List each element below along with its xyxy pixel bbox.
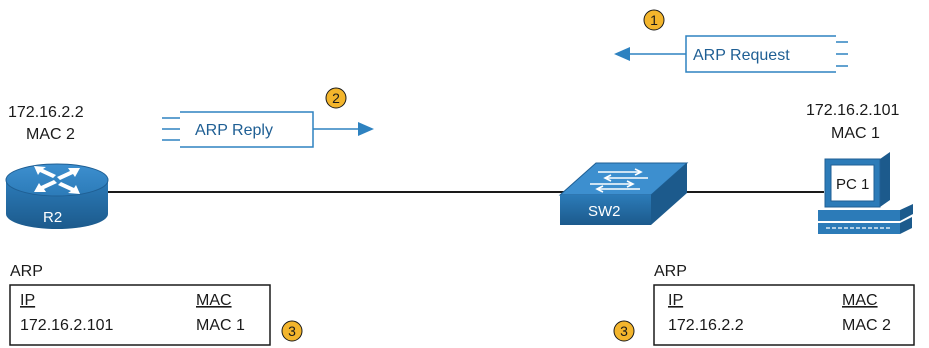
arp-col-ip: IP xyxy=(668,292,683,309)
step-3-left-number: 3 xyxy=(288,323,296,339)
switch-icon xyxy=(558,162,689,225)
step-2-number: 2 xyxy=(332,90,340,106)
arp-request-message: 1 ARP Request xyxy=(614,9,848,73)
step-3-right-number: 3 xyxy=(620,323,628,339)
arp-table-title: ARP xyxy=(654,263,687,280)
step-badge-1 xyxy=(643,9,665,31)
reply-tail-lines xyxy=(162,117,180,141)
switch-label: SW2 xyxy=(588,203,621,220)
arp-table-pc1: ARP IP MAC 172.16.2.2 MAC 2 3 xyxy=(613,263,915,346)
step-badge-2 xyxy=(325,87,347,109)
arp-request-label: ARP Request xyxy=(693,47,790,64)
router-mac: MAC 2 xyxy=(26,126,75,143)
arp-entry-mac: MAC 2 xyxy=(842,317,891,334)
arp-reply-message: 2 ARP Reply xyxy=(162,87,374,148)
request-tail-lines xyxy=(836,41,848,67)
arrow-left-icon xyxy=(614,47,630,61)
arp-reply-label: ARP Reply xyxy=(195,122,273,139)
router-icon xyxy=(5,163,109,229)
pc-label: PC 1 xyxy=(836,176,869,193)
router-label: R2 xyxy=(43,209,62,226)
step-badge-3-left xyxy=(281,320,303,342)
arp-col-mac: MAC xyxy=(842,292,878,309)
arp-col-mac: MAC xyxy=(196,292,232,309)
router-r2[interactable]: 172.16.2.2 MAC 2 R2 xyxy=(5,104,109,229)
pc-ip: 172.16.2.101 xyxy=(806,102,900,119)
pc-mac: MAC 1 xyxy=(831,125,880,142)
arp-entry-mac: MAC 1 xyxy=(196,317,245,334)
arp-entry-ip: 172.16.2.101 xyxy=(20,317,114,334)
arrow-right-icon xyxy=(358,122,374,136)
arp-entry-ip: 172.16.2.2 xyxy=(668,317,744,334)
switch-sw2[interactable]: SW2 xyxy=(558,162,689,225)
pc-1[interactable]: 172.16.2.101 MAC 1 PC 1 xyxy=(806,102,913,234)
pc-icon xyxy=(818,152,913,234)
step-1-number: 1 xyxy=(650,12,658,28)
arp-table-title: ARP xyxy=(10,263,43,280)
arp-table-r2: ARP IP MAC 172.16.2.101 MAC 1 3 xyxy=(9,263,303,346)
router-ip: 172.16.2.2 xyxy=(8,104,84,121)
arp-col-ip: IP xyxy=(20,292,35,309)
step-badge-3-right xyxy=(613,320,635,342)
